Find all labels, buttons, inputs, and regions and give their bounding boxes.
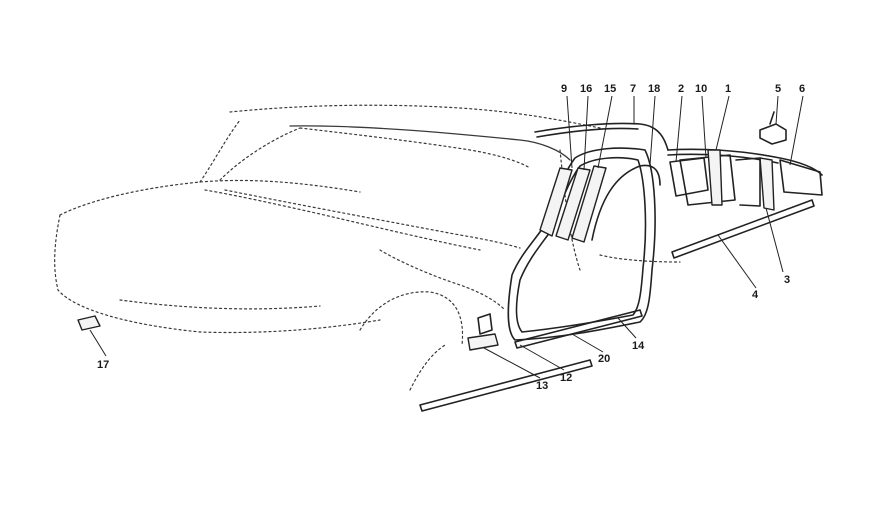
callout-3: 3: [784, 274, 790, 286]
latch-bracket-5: [759, 111, 787, 145]
hood-badge-17: [77, 315, 101, 331]
callout-10: 10: [695, 83, 707, 95]
car-body-outline: [54, 104, 681, 391]
callout-17: 17: [97, 359, 109, 371]
door-seal-frame: [507, 147, 656, 341]
callout-7: 7: [630, 83, 636, 95]
callout-15: 15: [604, 83, 616, 95]
rear-side-window-seals: [669, 149, 823, 211]
leader-lines: [89, 95, 804, 379]
callout-13: 13: [536, 380, 548, 392]
callout-20: 20: [598, 353, 610, 365]
callout-18: 18: [648, 83, 660, 95]
callout-14: 14: [632, 340, 645, 352]
callout-9: 9: [561, 83, 567, 95]
callout-1: 1: [725, 83, 731, 95]
sill-moldings: [419, 199, 815, 412]
callout-6: 6: [799, 83, 805, 95]
callout-4: 4: [752, 289, 759, 301]
callout-labels: 9 16 15 7 18 2 10 1 5 6 3 4 14 20 12 13 …: [97, 83, 805, 392]
callout-2: 2: [678, 83, 684, 95]
quarter-window-seals: [539, 164, 661, 243]
callout-5: 5: [775, 83, 781, 95]
callout-16: 16: [580, 83, 592, 95]
callout-12: 12: [560, 372, 572, 384]
